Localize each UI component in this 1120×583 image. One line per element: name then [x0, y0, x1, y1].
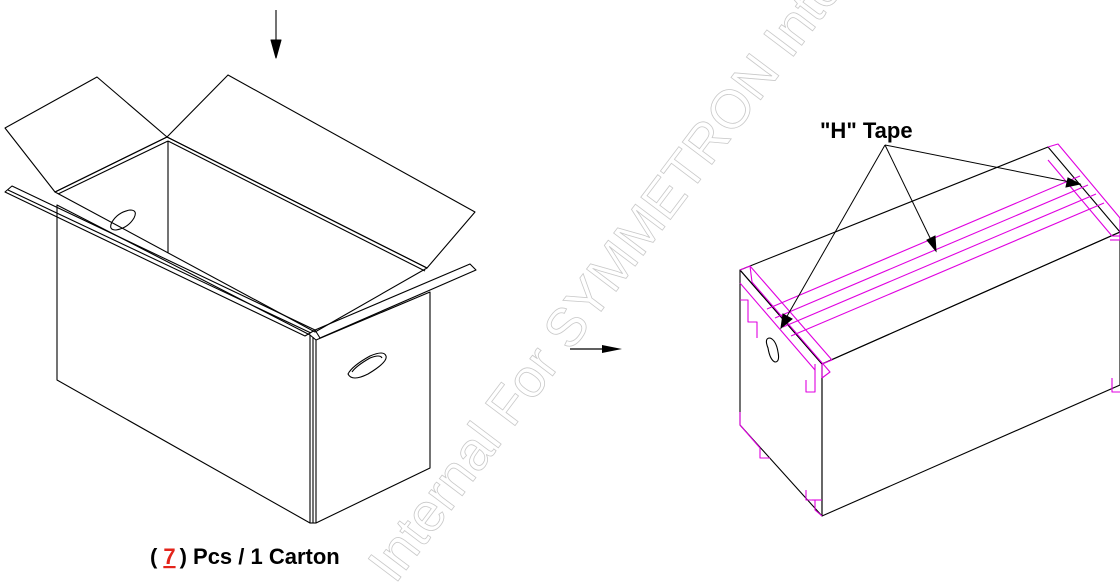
box-opening: [54, 136, 428, 333]
box-end-face: [739, 269, 823, 517]
handle-hole: [347, 352, 387, 379]
watermark: Internal For SYMMETRON Internal Use: [356, 0, 976, 583]
caption-rest: ) Pcs / 1 Carton: [180, 544, 340, 569]
left-flap: [4, 76, 168, 193]
tape-label: "H" Tape: [820, 118, 913, 143]
transition-arrow: [570, 345, 622, 353]
h-tape: [739, 143, 1120, 517]
right-flap: [314, 263, 477, 339]
caption-open-paren: (: [150, 544, 158, 569]
insert-arrow: [270, 10, 282, 59]
caption-quantity: 7: [163, 544, 175, 569]
watermark-text: Internal For SYMMETRON Internal Use: [357, 0, 976, 583]
box-front-face: [56, 204, 311, 524]
box-side-face: [821, 231, 1120, 517]
quantity-caption: (7) Pcs / 1 Carton: [150, 544, 340, 569]
box-top-face: [739, 146, 1120, 365]
back-flap: [166, 74, 476, 269]
box-right-face: [315, 291, 431, 524]
taped-carton-drawing: [739, 146, 1120, 517]
open-carton-drawing: [4, 10, 477, 524]
tape-leaders: [780, 144, 1082, 330]
handle-hole-end: [765, 337, 780, 363]
